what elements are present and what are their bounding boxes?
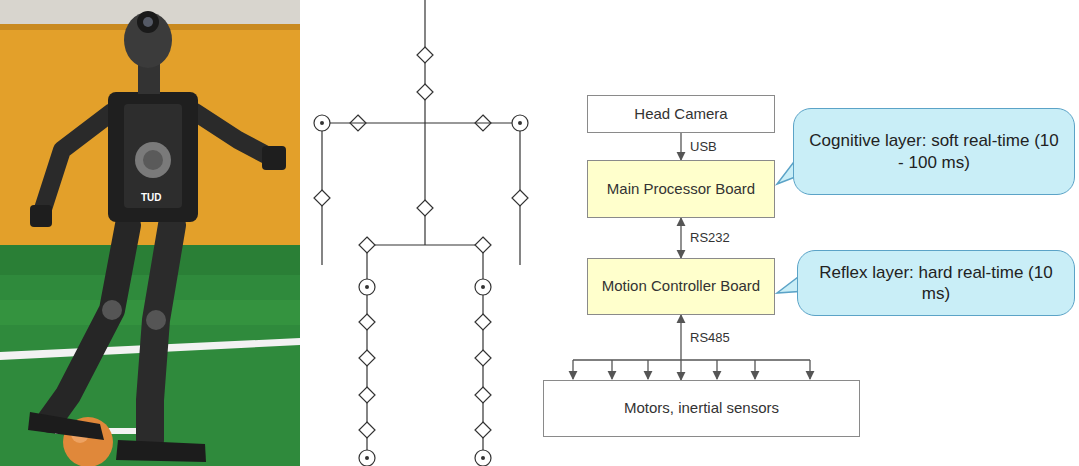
robot-photo (143, 150, 163, 170)
bus-lines (809, 360, 810, 379)
joint-skeleton (359, 450, 375, 466)
robot-badge: TUD (141, 192, 162, 204)
robot-photo (262, 146, 286, 170)
robot-photo (146, 310, 166, 330)
robot-photo (28, 412, 104, 440)
joint-skeleton (475, 450, 491, 466)
board-box: Main Processor Board (587, 160, 775, 218)
callout-bubble: Cognitive layer: soft real-time (10 - 10… (793, 108, 1075, 195)
signal-connector (680, 133, 681, 160)
node-text: Cognitive layer: soft real-time (10 - 10… (808, 130, 1060, 173)
robot-photo (50, 225, 128, 420)
robot-photo (42, 112, 112, 212)
bus-lines (647, 360, 648, 379)
robot-photo (143, 17, 153, 27)
joint-skeleton (475, 279, 491, 295)
robot-photo (0, 0, 300, 466)
robot-photo (135, 142, 171, 178)
interface-label: RS232 (688, 230, 732, 246)
robot-photo (108, 92, 198, 222)
node-text: Motors, inertial sensors (554, 399, 849, 418)
joint-skeleton (350, 123, 491, 395)
joint-skeleton (314, 115, 330, 131)
bus-lines (716, 360, 717, 379)
bus-lines (573, 360, 810, 379)
joint-skeleton (320, 121, 522, 460)
joint-skeleton (367, 244, 483, 245)
joint-skeleton (365, 456, 369, 460)
bus-lines (754, 360, 755, 379)
joint-skeleton (512, 115, 528, 131)
device-box: Motors, inertial sensors (543, 380, 860, 437)
robot-photo (124, 104, 182, 208)
joint-skeleton (481, 456, 485, 460)
robot-photo (124, 12, 172, 68)
robot-photo (30, 205, 52, 227)
bus-lines (572, 360, 573, 379)
joint-skeleton (481, 285, 485, 289)
interface-label: RS485 (688, 330, 732, 346)
node-text: Main Processor Board (598, 180, 764, 199)
joint-skeleton (314, 47, 528, 438)
robot-photo (0, 245, 300, 275)
node-text: Reflex layer: hard real-time (10 ms) (812, 262, 1060, 305)
joint-skeleton (518, 121, 522, 125)
callout-bubble: Reflex layer: hard real-time (10 ms) (797, 250, 1075, 316)
robot-photo (150, 225, 172, 440)
robot-photo (137, 11, 159, 33)
bus-lines (573, 359, 810, 360)
joint-skeleton (320, 121, 324, 125)
joint-skeleton (314, 0, 528, 466)
joint-skeleton (365, 285, 369, 289)
robot-photo (116, 440, 206, 462)
robot-photo (102, 300, 122, 320)
node-text: Head Camera (598, 105, 764, 124)
board-box: Motion Controller Board (587, 258, 775, 315)
signal-connector (680, 315, 681, 380)
bus-lines (611, 360, 612, 379)
joint-skeleton (359, 279, 375, 295)
robot-photo (195, 112, 272, 158)
node-text: Motion Controller Board (598, 277, 764, 296)
interface-label: USB (688, 139, 719, 155)
device-box: Head Camera (587, 95, 775, 133)
signal-connector (680, 218, 681, 258)
robot-photo (0, 0, 300, 466)
